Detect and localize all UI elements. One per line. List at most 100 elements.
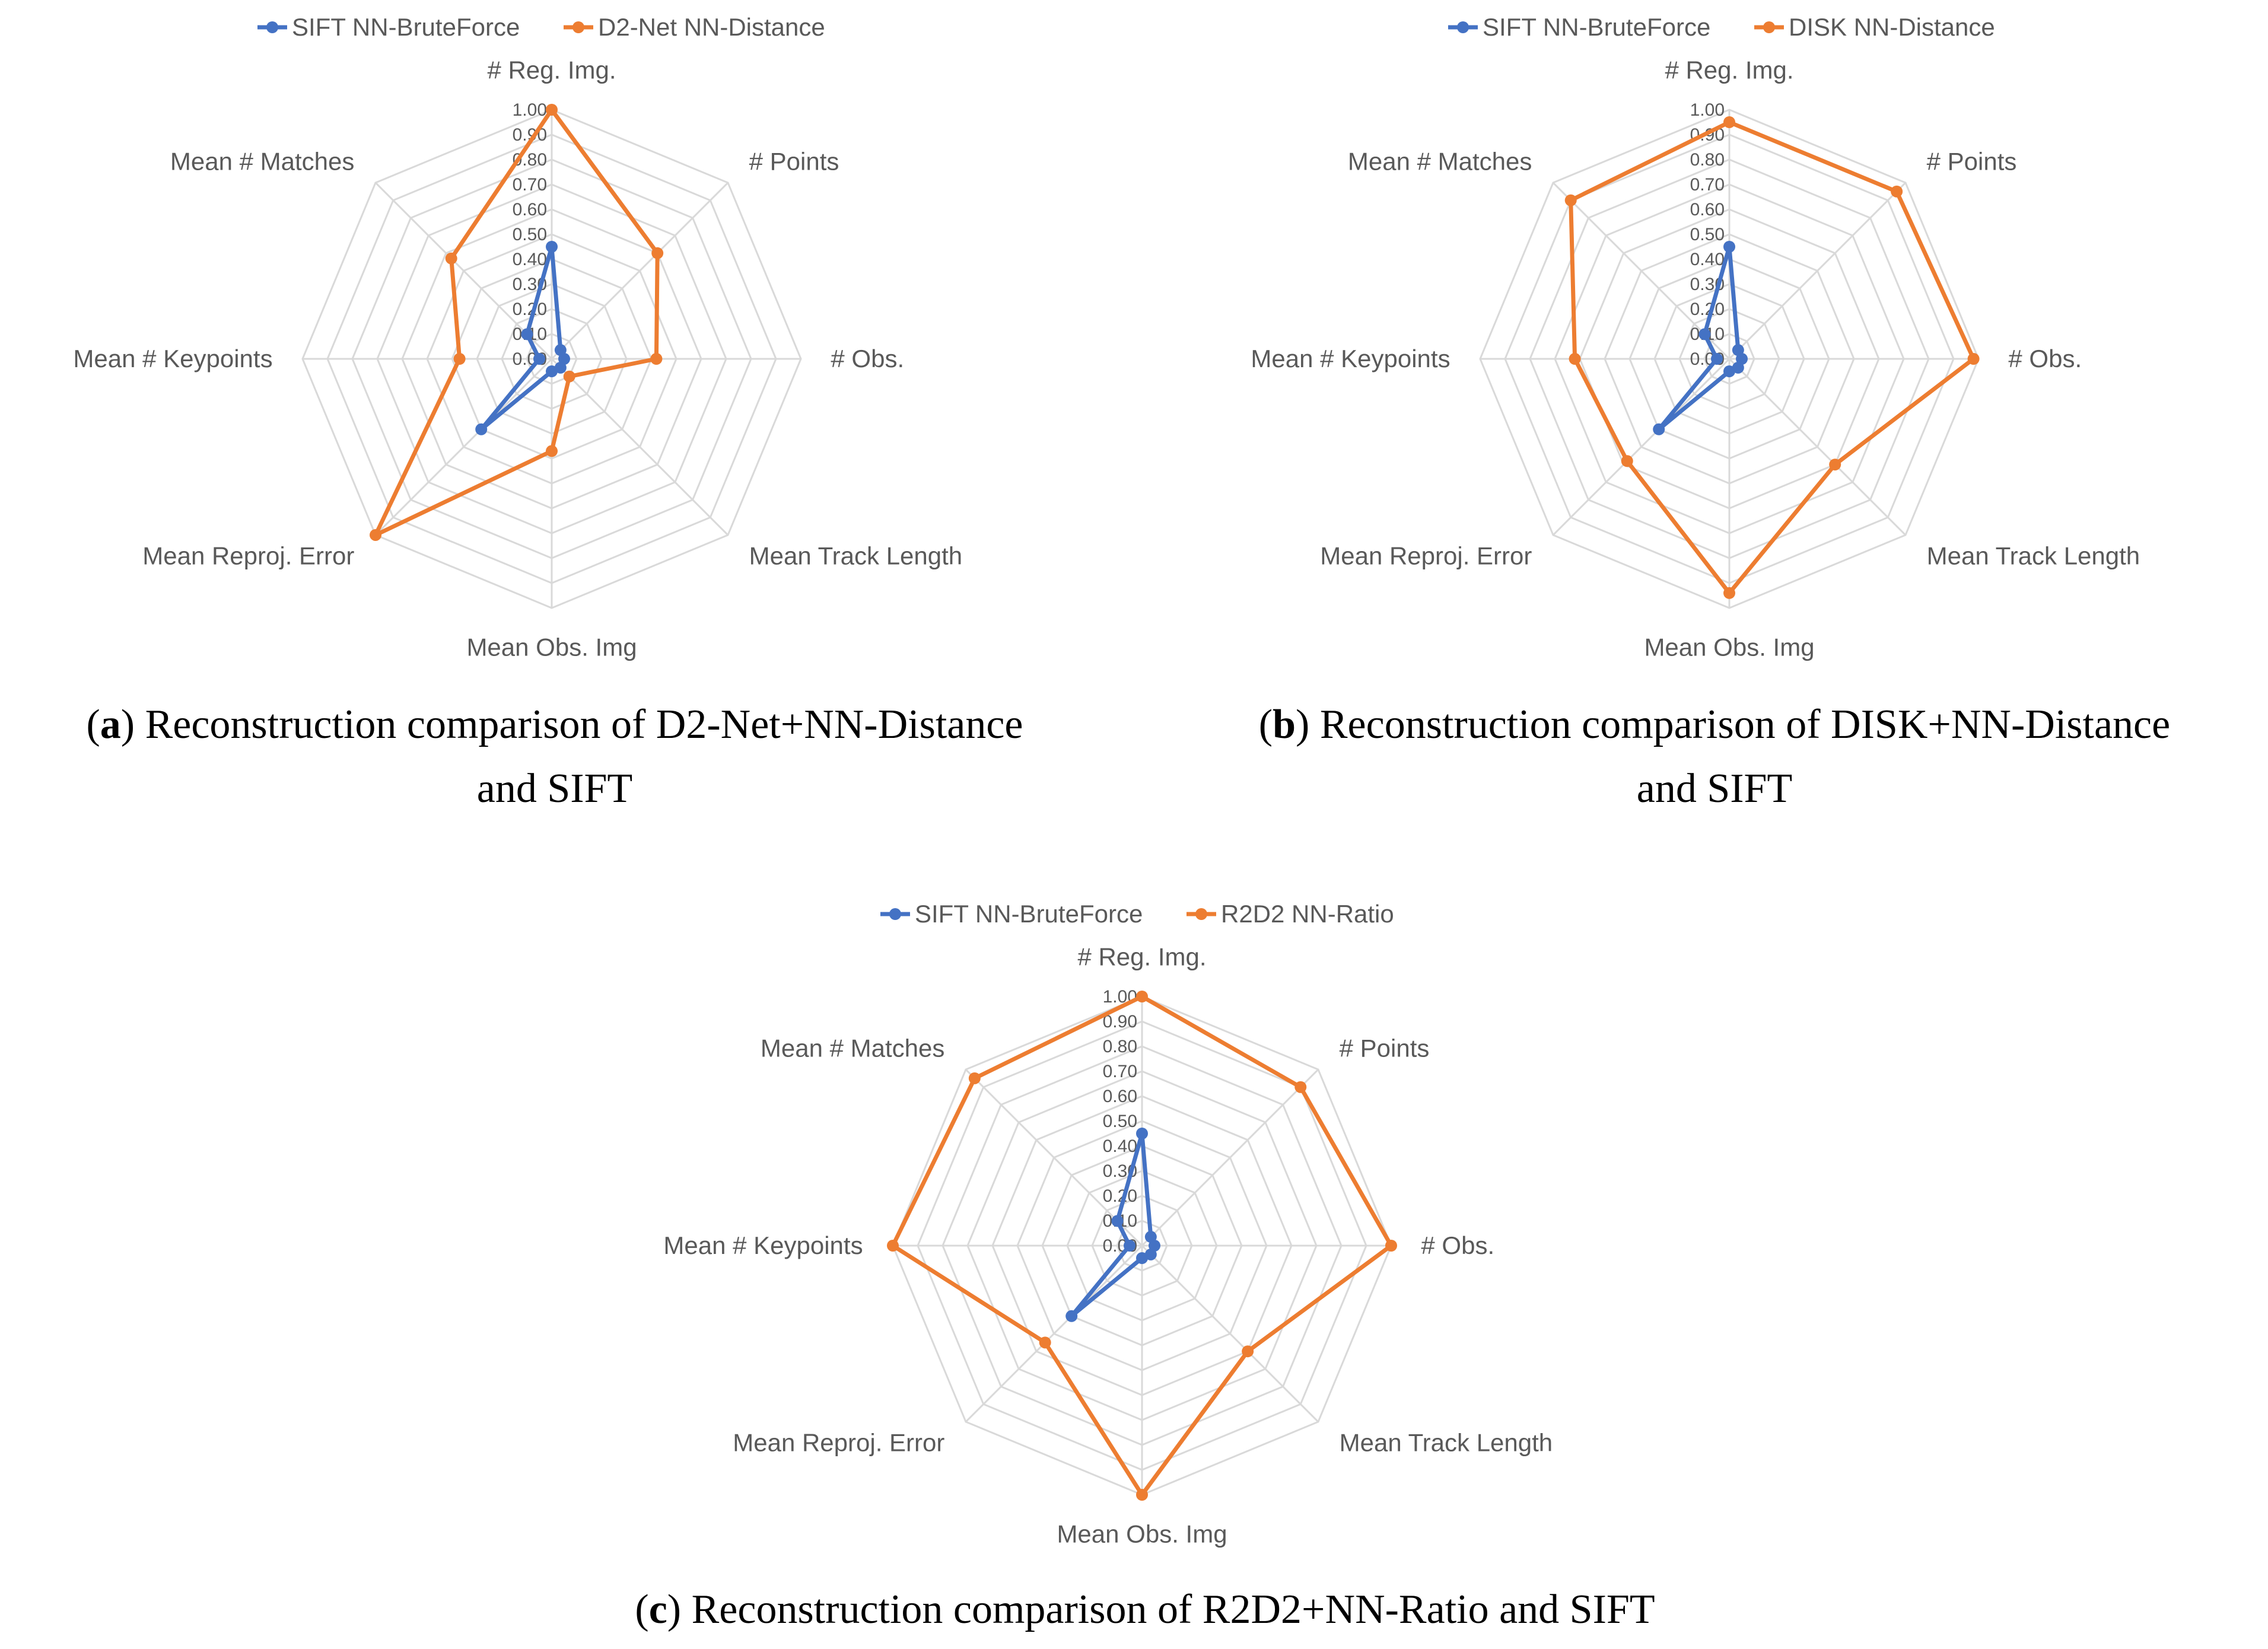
data-point — [546, 104, 558, 116]
axis-label-obs: # Obs. — [1421, 1231, 1494, 1259]
axis-label-obs: # Obs. — [831, 345, 904, 373]
caption-b-line1: Reconstruction comparison of DISK+NN-Dis… — [1319, 702, 2171, 747]
axis-label-mean-keypoints: Mean # Keypoints — [73, 345, 272, 373]
caption-c-letter: c — [648, 1587, 667, 1632]
data-point — [650, 353, 663, 365]
legend-entry-sift-nn-bruteforce: SIFT NN-BruteForce — [292, 13, 520, 41]
data-point — [1111, 1215, 1124, 1227]
axis-label-mean-reproj-error: Mean Reproj. Error — [142, 542, 354, 570]
data-point — [651, 247, 664, 259]
tick-label: 0.20 — [1690, 300, 1725, 319]
caption-a-line2: and SIFT — [476, 766, 633, 811]
tick-label: 0.60 — [1103, 1087, 1137, 1106]
axis-label-obs: # Obs. — [2008, 345, 2082, 373]
tick-label: 0.60 — [1690, 200, 1725, 219]
data-point — [445, 252, 457, 265]
data-point — [1621, 455, 1633, 467]
tick-label: 0.50 — [1103, 1112, 1137, 1131]
caption-a-line1: Reconstruction comparison of D2-Net+NN-D… — [145, 702, 1023, 747]
axis-label-points: # Points — [749, 147, 839, 175]
data-point — [1967, 353, 1980, 365]
series-sift-nn-bruteforce — [1065, 1128, 1160, 1322]
axis-label-reg-img: # Reg. Img. — [1665, 56, 1793, 84]
tick-label: 0.80 — [1690, 150, 1725, 170]
caption-b-line2: and SIFT — [1636, 766, 1793, 811]
axis-label-mean-keypoints: Mean # Keypoints — [1251, 345, 1450, 373]
data-point — [453, 353, 466, 365]
data-point — [1698, 328, 1711, 340]
data-point — [1711, 353, 1723, 365]
series-d2-net-nn-distance — [370, 104, 664, 541]
data-point — [546, 241, 558, 253]
legend-entry-d2-net-nn-distance: D2-Net NN-Distance — [598, 13, 825, 41]
data-point — [1564, 194, 1577, 206]
data-point — [546, 445, 558, 457]
data-point — [1723, 365, 1735, 377]
data-point — [1723, 587, 1735, 599]
grid-spoke — [374, 358, 553, 536]
data-point — [1136, 991, 1148, 1002]
legend-entry-r2d2-nn-ratio: R2D2 NN-Ratio — [1221, 900, 1394, 928]
caption-b-letter: b — [1273, 702, 1296, 747]
axis-label-mean-reproj-error: Mean Reproj. Error — [733, 1429, 944, 1457]
tick-label: 0.60 — [513, 200, 547, 219]
legend-swatch-marker — [889, 908, 901, 920]
series-line — [1569, 120, 1976, 596]
data-point — [1136, 1128, 1148, 1139]
grid-spoke — [965, 1244, 1143, 1423]
data-point — [1242, 1345, 1254, 1358]
data-point — [1891, 185, 1903, 198]
legend-swatch-marker — [1763, 21, 1775, 33]
caption-a: (a) Reconstruction comparison of D2-Net+… — [86, 702, 1023, 811]
data-point — [1653, 423, 1665, 435]
data-point — [521, 328, 533, 340]
axis-label-points: # Points — [1340, 1034, 1430, 1062]
data-point — [1136, 1489, 1148, 1501]
data-point — [1829, 459, 1841, 471]
axis-label-reg-img: # Reg. Img. — [487, 56, 616, 84]
data-point — [1124, 1240, 1135, 1252]
data-point — [1723, 116, 1735, 128]
data-point — [1294, 1081, 1307, 1093]
tick-label: 0.50 — [513, 225, 547, 244]
grid-spoke — [1552, 182, 1731, 360]
caption-b: (b) Reconstruction comparison of DISK+NN… — [1258, 702, 2171, 811]
data-point — [887, 1240, 899, 1252]
data-point — [370, 529, 382, 541]
tick-label: 0.40 — [513, 250, 547, 269]
tick-label: 1.00 — [1690, 100, 1725, 120]
legend-a: SIFT NN-BruteForce D2-Net NN-Distance — [257, 13, 825, 41]
data-point — [533, 353, 545, 365]
series-r2d2-nn-ratio — [887, 991, 1397, 1501]
axis-label-points: # Points — [1927, 147, 2017, 175]
caption-a-letter: a — [100, 702, 121, 747]
axis-label-mean-track-length: Mean Track Length — [1927, 542, 2140, 570]
caption-c: (c) Reconstruction comparison of R2D2+NN… — [635, 1587, 1655, 1632]
axis-label-mean-keypoints: Mean # Keypoints — [663, 1231, 863, 1259]
grid-spoke — [1728, 182, 1907, 360]
data-point — [475, 423, 488, 435]
axis-label-mean-matches: Mean # Matches — [170, 147, 355, 175]
data-point — [1136, 1252, 1148, 1264]
data-point — [546, 365, 558, 377]
tick-label: 0.20 — [513, 300, 547, 319]
grid-spoke — [551, 358, 729, 536]
tick-label: 0.70 — [1103, 1062, 1137, 1081]
grid-spoke — [965, 1068, 1143, 1247]
grid-spoke — [1728, 358, 1907, 536]
legend-swatch-marker — [572, 21, 584, 33]
data-point — [1039, 1336, 1051, 1349]
radar-chart-b: 0.000.100.200.300.400.500.600.700.800.90… — [1251, 13, 2140, 661]
tick-label: 0.50 — [1690, 225, 1725, 244]
caption-c-line1: Reconstruction comparison of R2D2+NN-Rat… — [691, 1587, 1655, 1632]
legend-swatch-marker — [1457, 21, 1469, 33]
axis-label-mean-reproj-error: Mean Reproj. Error — [1320, 542, 1532, 570]
tick-label: 0.70 — [513, 175, 547, 195]
tick-label: 0.40 — [1103, 1137, 1137, 1156]
tick-label: 1.00 — [513, 100, 547, 120]
axis-label-mean-track-length: Mean Track Length — [749, 542, 963, 570]
legend-swatch-marker — [266, 21, 278, 33]
grid-spoke — [374, 182, 553, 360]
